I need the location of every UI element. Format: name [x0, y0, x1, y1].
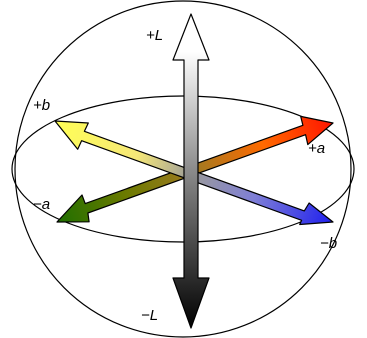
- label-plus-l: +L: [146, 27, 163, 44]
- label-plus-b: +b: [33, 97, 50, 114]
- label-minus-l: −L: [141, 307, 158, 324]
- label-plus-a: +a: [308, 140, 325, 157]
- label-minus-b: −b: [320, 235, 337, 252]
- label-minus-a: −a: [33, 196, 50, 213]
